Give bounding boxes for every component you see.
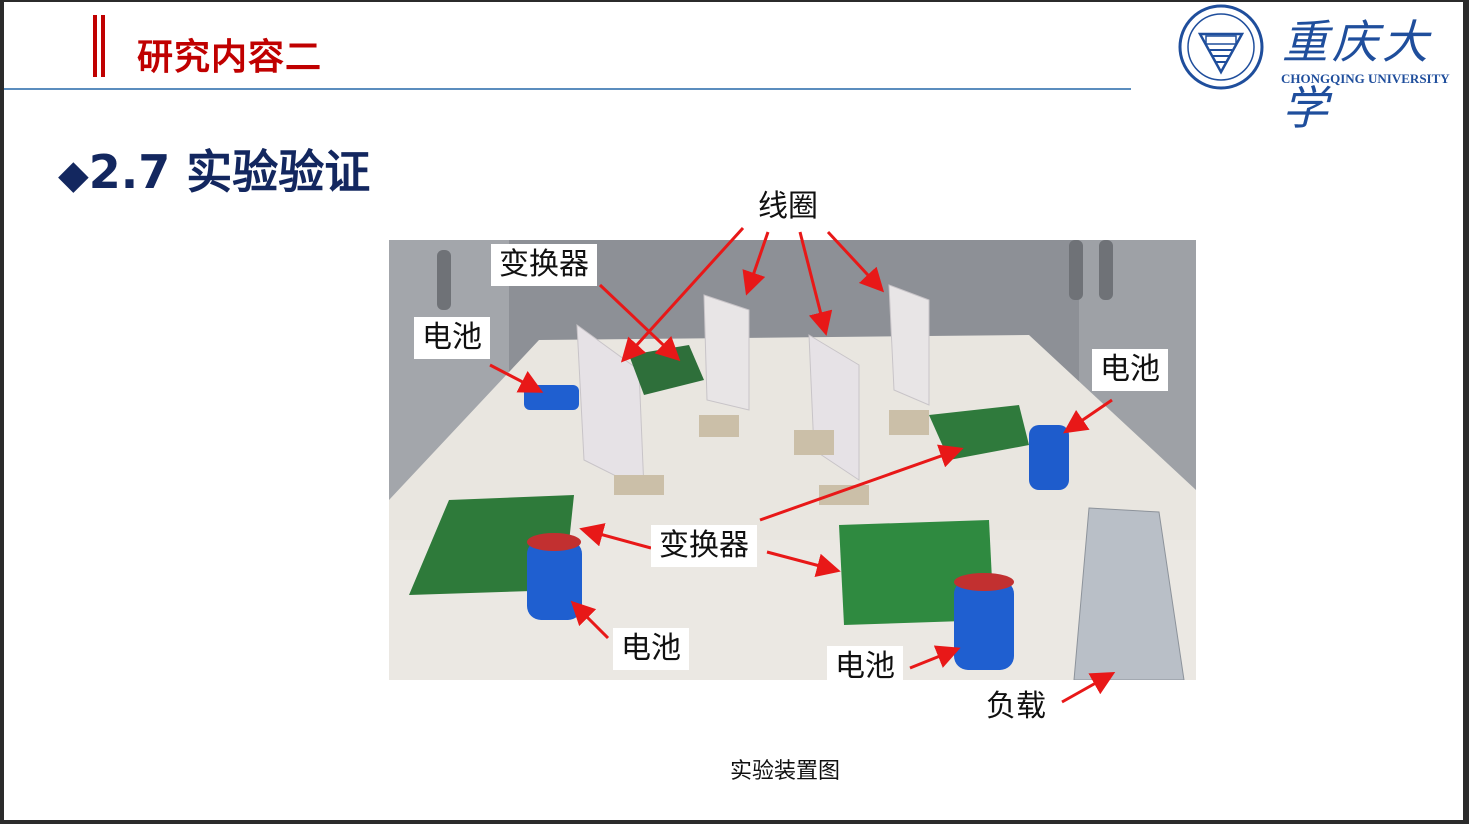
university-name-en: CHONGQING UNIVERSITY — [1281, 71, 1450, 86]
header-divider — [4, 88, 1131, 90]
label-converter-mid: 变换器 — [651, 525, 757, 567]
university-name-cn: 重庆大学 — [1282, 15, 1432, 135]
label-converter-top: 变换器 — [491, 244, 597, 286]
slide-heading: ◆2.7 实验验证 — [58, 136, 370, 202]
experiment-setup-photo — [389, 240, 1196, 680]
heading-text: 2.7 实验验证 — [88, 145, 371, 199]
label-load: 负载 — [986, 689, 1046, 724]
label-battery-bottom-left: 电池 — [613, 628, 689, 670]
section-title: 研究内容二 — [137, 37, 323, 78]
label-battery-bottom-right: 电池 — [827, 646, 903, 688]
university-seal-logo — [1178, 4, 1264, 90]
diamond-bullet-icon: ◆ — [58, 152, 89, 198]
figure-caption: 实验装置图 — [730, 759, 841, 784]
title-bars-decoration — [93, 15, 109, 77]
label-battery-right: 电池 — [1092, 349, 1168, 391]
label-battery-left: 电池 — [414, 317, 490, 359]
label-coil: 线圈 — [758, 189, 818, 224]
